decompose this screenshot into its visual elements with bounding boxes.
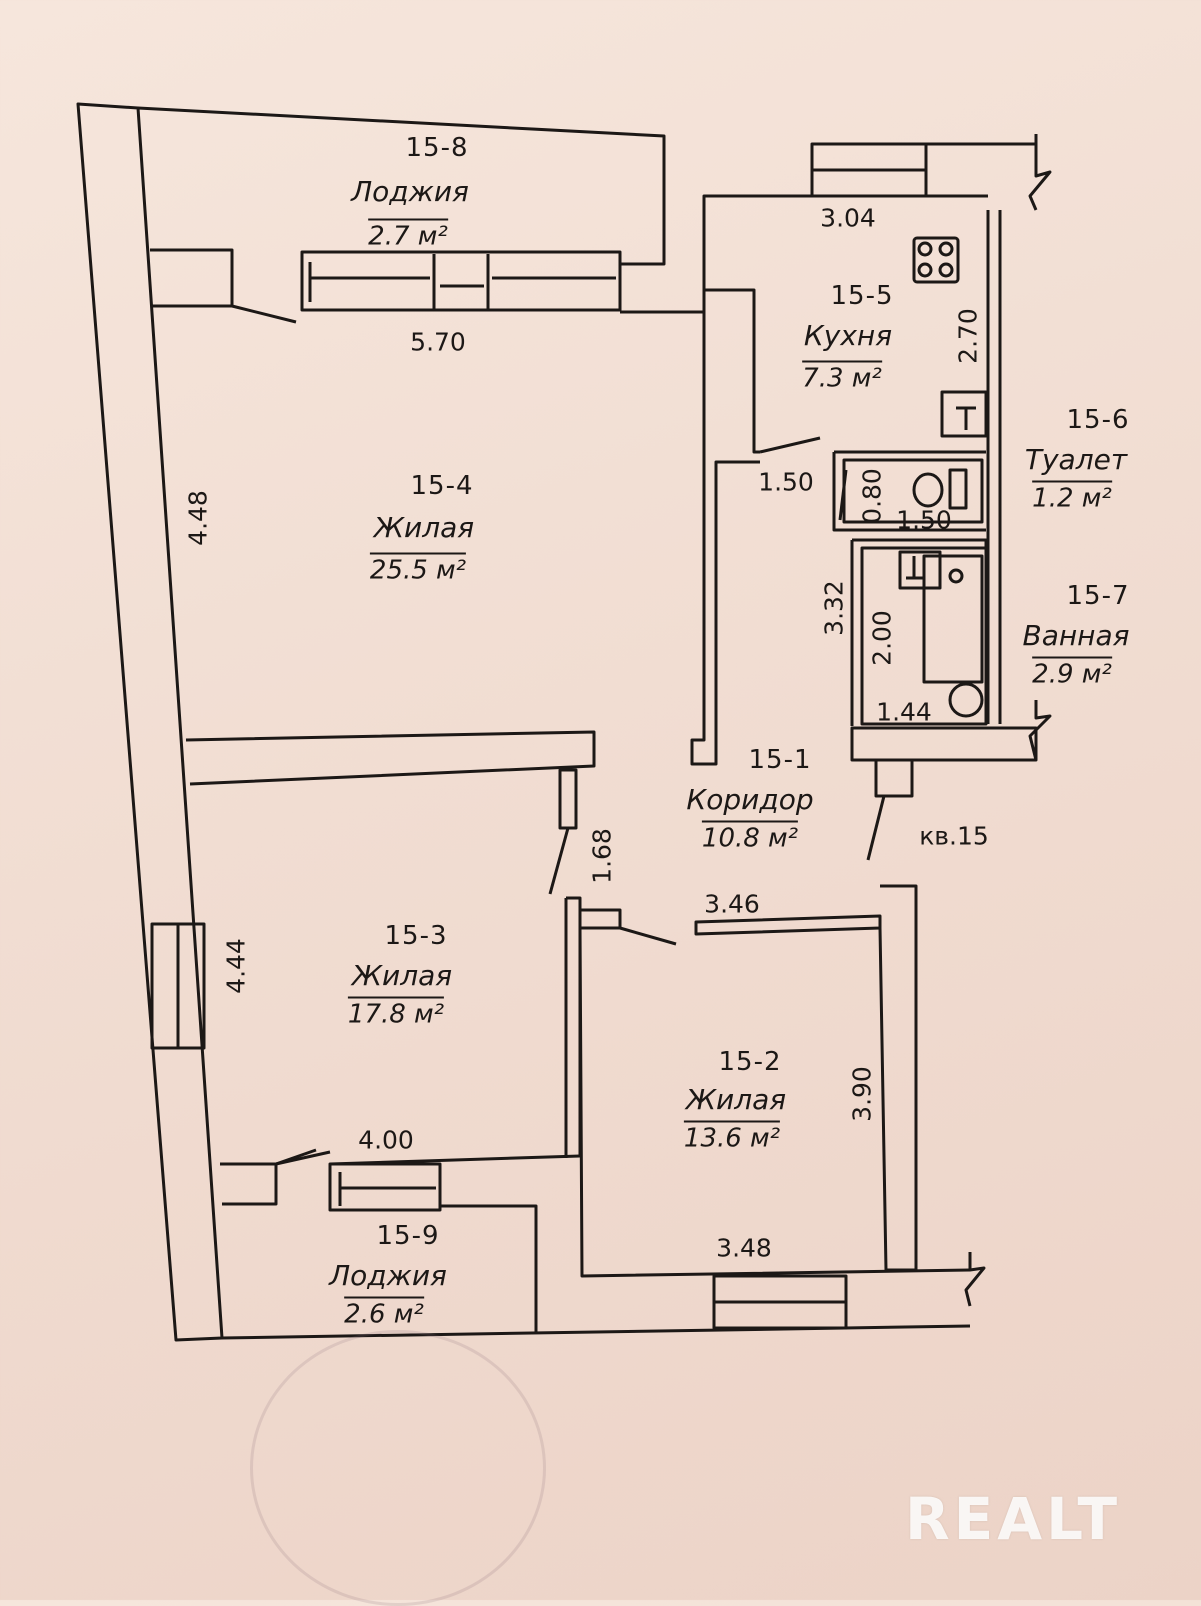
kitchen-west-wall: [702, 194, 812, 312]
room-code-15-6: 15-6: [1066, 405, 1130, 435]
bath-south-wall: [850, 726, 1038, 762]
bathtub: [922, 554, 984, 684]
bedroom2-east-wall: [878, 884, 918, 1272]
dim-living-width: 5.70: [410, 327, 466, 357]
dim-kitchen-width: 3.04: [820, 203, 876, 233]
room-code-15-9: 15-9: [376, 1221, 440, 1251]
room-area-15-6: 1.2 м²: [1032, 480, 1112, 512]
dim-bedroom2-width-bottom: 3.48: [716, 1233, 772, 1263]
room-name-15-1: Коридор: [686, 783, 814, 816]
dim-door-gap: 1.68: [587, 828, 617, 884]
dim-bath-width: 1.44: [876, 697, 932, 727]
room-code-15-8: 15-8: [405, 133, 469, 163]
room-code-15-2: 15-2: [718, 1047, 782, 1077]
room-name-15-4: Жилая: [373, 511, 475, 544]
bedroom2-west-wall: [578, 927, 971, 1278]
room-name-15-3: Жилая: [351, 959, 453, 992]
room-area-15-5: 7.3 м²: [802, 360, 882, 392]
dim-living-depth: 4.48: [183, 490, 213, 546]
room-name-15-2: Жилая: [685, 1083, 787, 1116]
loggia-south-walls: [220, 1150, 331, 1206]
stamp-seal: [250, 1330, 546, 1606]
dim-bedroom3-width: 4.00: [358, 1125, 414, 1155]
dim-hall-passage: 1.50: [758, 467, 814, 497]
living-east-wall: [620, 310, 760, 766]
room-code-15-3: 15-3: [384, 921, 448, 951]
room-area-15-2: 13.6 м²: [683, 1120, 781, 1152]
bedroom2-walls: [580, 908, 622, 930]
dim-toilet-width: 1.50: [896, 505, 952, 535]
room-name-15-7: Ванная: [1022, 619, 1130, 652]
room-area-15-1: 10.8 м²: [701, 820, 799, 852]
loggia-door-south: [275, 1148, 317, 1166]
room-code-15-1: 15-1: [748, 745, 812, 775]
south-wall: [221, 1324, 971, 1340]
dim-corridor-length: 3.32: [819, 580, 849, 636]
room-area-15-8: 2.7 м²: [368, 218, 448, 250]
room-area-15-3: 17.8 м²: [347, 996, 445, 1028]
dim-bath-depth: 2.00: [867, 610, 897, 666]
dim-bedroom2-depth: 3.90: [847, 1066, 877, 1122]
room-code-15-4: 15-4: [410, 471, 474, 501]
kitchen-lower: [704, 288, 760, 454]
dim-bedroom3-depth: 4.44: [221, 938, 251, 994]
loggia-north-wall: [137, 106, 666, 266]
toilet-door: [838, 469, 848, 521]
kitchen-sink: [940, 390, 988, 438]
partition-living-bedroom: [185, 730, 596, 786]
apartment-label: кв.15: [919, 821, 989, 851]
loggia-door: [231, 304, 297, 324]
toilet-bowl: [912, 472, 944, 508]
window-living: [300, 250, 622, 312]
room-area-15-4: 25.5 м²: [369, 552, 467, 584]
room-name-15-6: Туалет: [1024, 443, 1128, 476]
bedroom2-door: [619, 926, 677, 946]
washbasin: [948, 682, 984, 718]
room-name-15-8: Лоджия: [351, 175, 469, 208]
west-wall: [76, 102, 224, 1342]
loggia-partition: [150, 248, 234, 308]
room-code-15-5: 15-5: [830, 281, 894, 311]
bedroom3-door: [548, 827, 570, 895]
room-area-15-9: 2.6 м²: [344, 1296, 424, 1328]
room-name-15-5: Кухня: [803, 319, 893, 352]
dim-kitchen-depth: 2.70: [953, 308, 983, 364]
stove: [912, 236, 960, 284]
dim-bedroom-width-top: 3.46: [704, 889, 760, 919]
kitchen-door: [759, 436, 821, 454]
entry-door: [866, 795, 886, 861]
room-name-15-9: Лоджия: [329, 1259, 447, 1292]
realt-watermark: REALT: [905, 1485, 1122, 1553]
room-area-15-7: 2.9 м²: [1032, 656, 1112, 688]
window-bedroom3-south: [328, 1162, 442, 1212]
east-wall: [986, 210, 1002, 724]
room-code-15-7: 15-7: [1066, 581, 1130, 611]
toilet-walls: [832, 450, 986, 532]
dim-toilet-depth: 0.80: [857, 468, 887, 524]
